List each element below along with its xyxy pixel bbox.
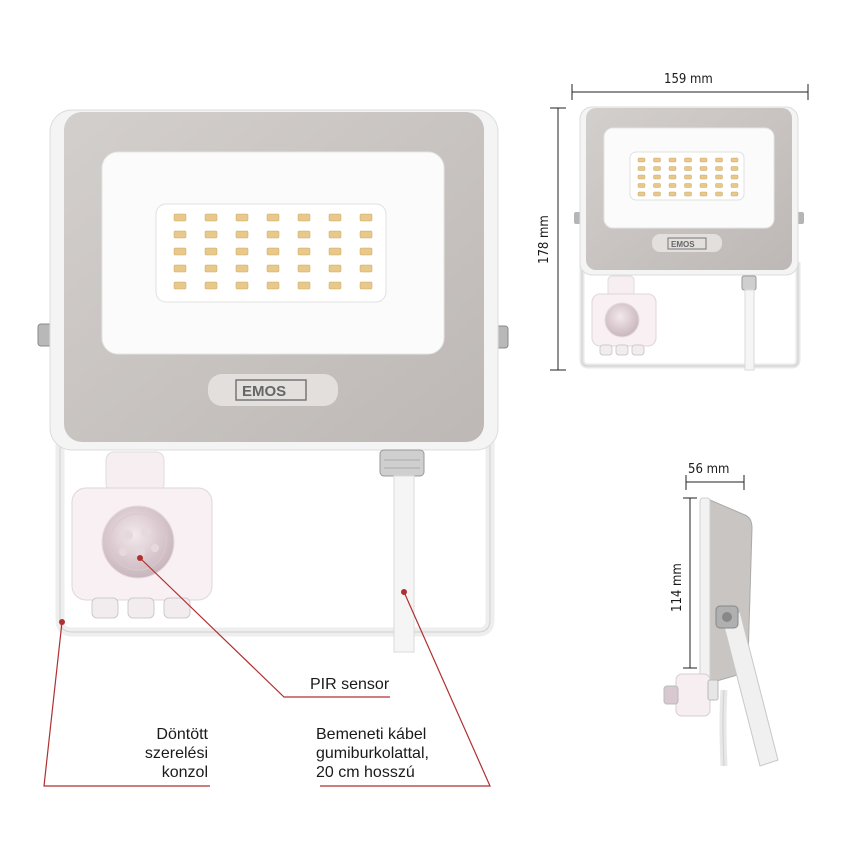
led-chip: [653, 183, 661, 188]
led-chip: [266, 213, 280, 222]
pir-lens: [101, 505, 175, 579]
led-chip: [266, 247, 280, 256]
led-chip: [235, 264, 249, 273]
callout-lines: [43, 555, 491, 787]
led-chip: [730, 183, 739, 188]
led-chip: [173, 230, 187, 239]
led-chip: [653, 174, 661, 180]
led-chip: [653, 157, 661, 163]
led-chip: [637, 174, 646, 180]
led-chip: [699, 157, 708, 163]
bracket-label: Döntött szerelési konzol: [100, 725, 208, 782]
led-chip: [684, 174, 692, 180]
cable-label-line: Bemeneti kábel: [316, 726, 427, 743]
led-chip: [653, 191, 661, 197]
led-chip: [730, 174, 739, 180]
led-chip: [637, 166, 646, 171]
cable-label-line: 20 cm hosszú: [316, 764, 415, 781]
led-chip: [328, 281, 342, 290]
led-chip: [715, 183, 723, 188]
led-chip: [668, 183, 677, 188]
led-array: [173, 213, 373, 290]
led-chip: [359, 264, 373, 273]
led-chip: [668, 174, 677, 180]
led-chip: [699, 183, 708, 188]
bracket-label-line: konzol: [161, 764, 208, 781]
led-chip: [637, 183, 646, 188]
width-dimension-label: 159 mm: [664, 72, 713, 87]
bracket-label-line: Döntött: [156, 726, 208, 743]
front-view-dimensioned: EMOS: [550, 84, 809, 371]
led-chip: [328, 264, 342, 273]
led-chip: [266, 230, 280, 239]
led-chip: [699, 191, 708, 197]
led-chip: [173, 247, 187, 256]
led-chip: [730, 166, 739, 171]
led-chip: [359, 213, 373, 222]
led-chip: [699, 174, 708, 180]
led-chip: [173, 213, 187, 222]
led-chip: [715, 174, 723, 180]
led-chip: [328, 230, 342, 239]
side-view-dimensioned: [663, 475, 779, 767]
cable-label: Bemeneti kábel gumiburkolattal, 20 cm ho…: [316, 725, 486, 782]
led-chip: [235, 247, 249, 256]
led-chip: [297, 264, 311, 273]
main-floodlight: EMOS: [37, 109, 509, 653]
led-chip: [359, 247, 373, 256]
led-chip: [204, 281, 218, 290]
led-chip: [668, 157, 677, 163]
led-chip: [668, 166, 677, 171]
led-chip: [235, 230, 249, 239]
bracket-callout-line: [43, 621, 210, 787]
led-chip: [730, 191, 739, 197]
led-chip: [653, 166, 661, 171]
led-chip: [730, 157, 739, 163]
led-chip: [204, 247, 218, 256]
led-chip: [684, 183, 692, 188]
led-chip: [715, 157, 723, 163]
led-chip: [266, 281, 280, 290]
side-height-dimension-label: 114 mm: [670, 563, 685, 612]
led-chip: [359, 230, 373, 239]
svg-text:EMOS: EMOS: [671, 240, 695, 249]
led-chip: [699, 166, 708, 171]
led-chip: [235, 281, 249, 290]
led-chip: [637, 157, 646, 163]
led-chip: [684, 166, 692, 171]
led-chip: [715, 166, 723, 171]
led-chip: [684, 191, 692, 197]
led-chip: [328, 213, 342, 222]
cable-label-line: gumiburkolattal,: [316, 745, 429, 762]
led-chip: [328, 247, 342, 256]
height-dimension-label: 178 mm: [537, 215, 552, 264]
pir-sensor-label: PIR sensor: [310, 676, 390, 693]
led-chip: [297, 213, 311, 222]
led-chip: [173, 264, 187, 273]
pir-callout-line: [139, 557, 390, 698]
cable-gland: [379, 449, 425, 477]
led-chip: [637, 191, 646, 197]
led-chip: [266, 264, 280, 273]
pir-neck: [105, 451, 165, 493]
bracket-label-line: szerelési: [144, 745, 208, 762]
led-chip: [204, 213, 218, 222]
led-chip: [297, 247, 311, 256]
brand-logo: EMOS: [242, 383, 286, 400]
depth-dimension-label: 56 mm: [688, 462, 730, 477]
input-cable: [393, 475, 415, 653]
led-chip: [204, 230, 218, 239]
led-chip: [359, 281, 373, 290]
led-chip: [173, 281, 187, 290]
led-chip: [297, 281, 311, 290]
led-chip: [684, 157, 692, 163]
led-chip: [715, 191, 723, 197]
led-chip: [668, 191, 677, 197]
cable-callout-line: [320, 591, 491, 787]
led-chip: [235, 213, 249, 222]
led-chip: [297, 230, 311, 239]
led-chip: [204, 264, 218, 273]
